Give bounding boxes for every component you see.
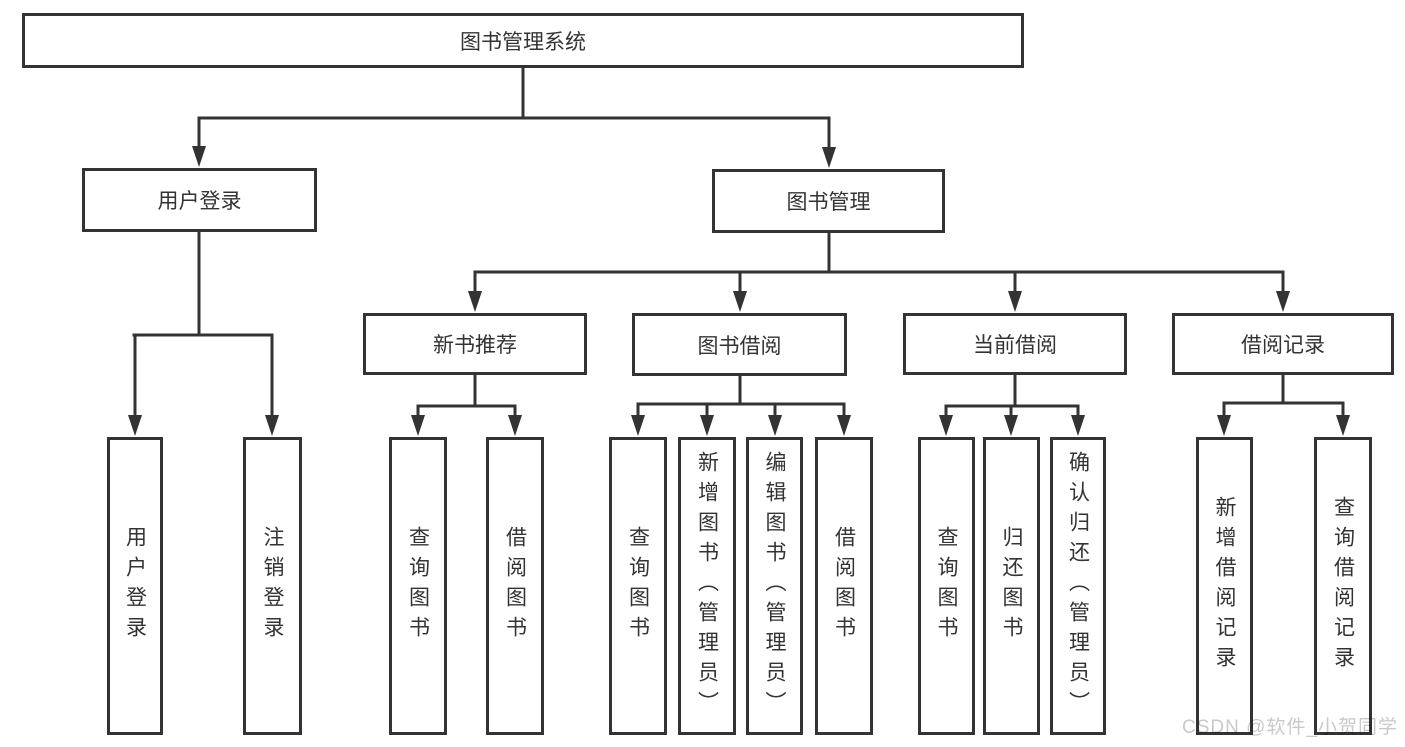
arrow-icon xyxy=(939,415,953,436)
node-book-management-label: 图书管理 xyxy=(786,191,871,214)
arrowheads xyxy=(128,146,1350,436)
node-book-borrow: 图书借阅 xyxy=(632,313,847,376)
arrow-icon xyxy=(192,146,206,167)
leaf-edit-book-admin-label: 编辑图书（管理员） xyxy=(763,451,786,721)
arrow-icon xyxy=(700,415,714,436)
leaf-query-book-1-label: 查询图书 xyxy=(406,526,430,646)
leaf-return-book-label: 归还图书 xyxy=(1000,526,1023,646)
node-new-book-recommend: 新书推荐 xyxy=(363,313,587,375)
leaf-user-login: 用户登录 xyxy=(107,437,163,735)
arrow-icon xyxy=(411,415,425,436)
leaf-borrow-book-2-label: 借阅图书 xyxy=(832,526,856,646)
leaf-query-borrow-record-label: 查询借阅记录 xyxy=(1331,496,1355,676)
arrow-icon xyxy=(1217,415,1231,436)
node-book-borrow-label: 图书借阅 xyxy=(697,334,782,358)
leaf-borrow-book-2: 借阅图书 xyxy=(815,437,873,735)
arrow-icon xyxy=(1008,291,1022,312)
arrow-icon xyxy=(128,415,142,436)
arrow-icon xyxy=(508,415,522,436)
leaf-add-borrow-record-label: 新增借阅记录 xyxy=(1213,496,1236,676)
leaf-logout: 注销登录 xyxy=(243,437,302,735)
leaf-add-book-admin: 新增图书（管理员） xyxy=(678,437,736,735)
leaf-borrow-book-1-label: 借阅图书 xyxy=(503,526,527,646)
leaf-query-borrow-record: 查询借阅记录 xyxy=(1314,437,1372,735)
leaf-query-book-2: 查询图书 xyxy=(609,437,667,735)
arrow-icon xyxy=(733,291,747,312)
csdn-watermark: CSDN @软件_小贺同学 xyxy=(1182,717,1398,738)
leaf-add-book-admin-label: 新增图书（管理员） xyxy=(695,451,719,721)
node-root-label: 图书管理系统 xyxy=(460,30,586,54)
arrow-icon xyxy=(822,147,836,168)
node-borrow-records-label: 借阅记录 xyxy=(1241,334,1325,357)
node-borrow-records: 借阅记录 xyxy=(1172,313,1394,375)
arrow-icon xyxy=(468,291,482,312)
node-current-borrow-label: 当前借阅 xyxy=(973,334,1057,357)
arrow-icon xyxy=(768,415,782,436)
leaf-query-book-2-label: 查询图书 xyxy=(626,526,650,646)
leaf-return-book: 归还图书 xyxy=(983,437,1040,735)
arrow-icon xyxy=(631,415,645,436)
arrow-icon xyxy=(1336,415,1350,436)
leaf-confirm-return-admin-label: 确认归还（管理员） xyxy=(1066,451,1090,721)
node-new-book-recommend-label: 新书推荐 xyxy=(433,334,517,357)
arrow-icon xyxy=(265,415,279,436)
node-user-login-label: 用户登录 xyxy=(157,190,242,213)
node-current-borrow: 当前借阅 xyxy=(903,313,1127,375)
node-user-login: 用户登录 xyxy=(82,168,317,232)
leaf-query-book-1: 查询图书 xyxy=(389,437,447,735)
leaf-confirm-return-admin: 确认归还（管理员） xyxy=(1050,437,1106,735)
arrow-icon xyxy=(837,415,851,436)
leaf-edit-book-admin: 编辑图书（管理员） xyxy=(746,437,803,735)
leaf-query-book-3-label: 查询图书 xyxy=(935,526,958,646)
node-book-management: 图书管理 xyxy=(712,169,945,233)
leaf-user-login-label: 用户登录 xyxy=(123,526,147,646)
leaf-query-book-3: 查询图书 xyxy=(918,437,975,735)
leaf-logout-label: 注销登录 xyxy=(261,526,284,646)
leaf-add-borrow-record: 新增借阅记录 xyxy=(1196,437,1253,735)
arrow-icon xyxy=(1071,415,1085,436)
node-root: 图书管理系统 xyxy=(22,13,1024,68)
arrow-icon xyxy=(1004,415,1018,436)
arrow-icon xyxy=(1276,291,1290,312)
leaf-borrow-book-1: 借阅图书 xyxy=(486,437,544,735)
